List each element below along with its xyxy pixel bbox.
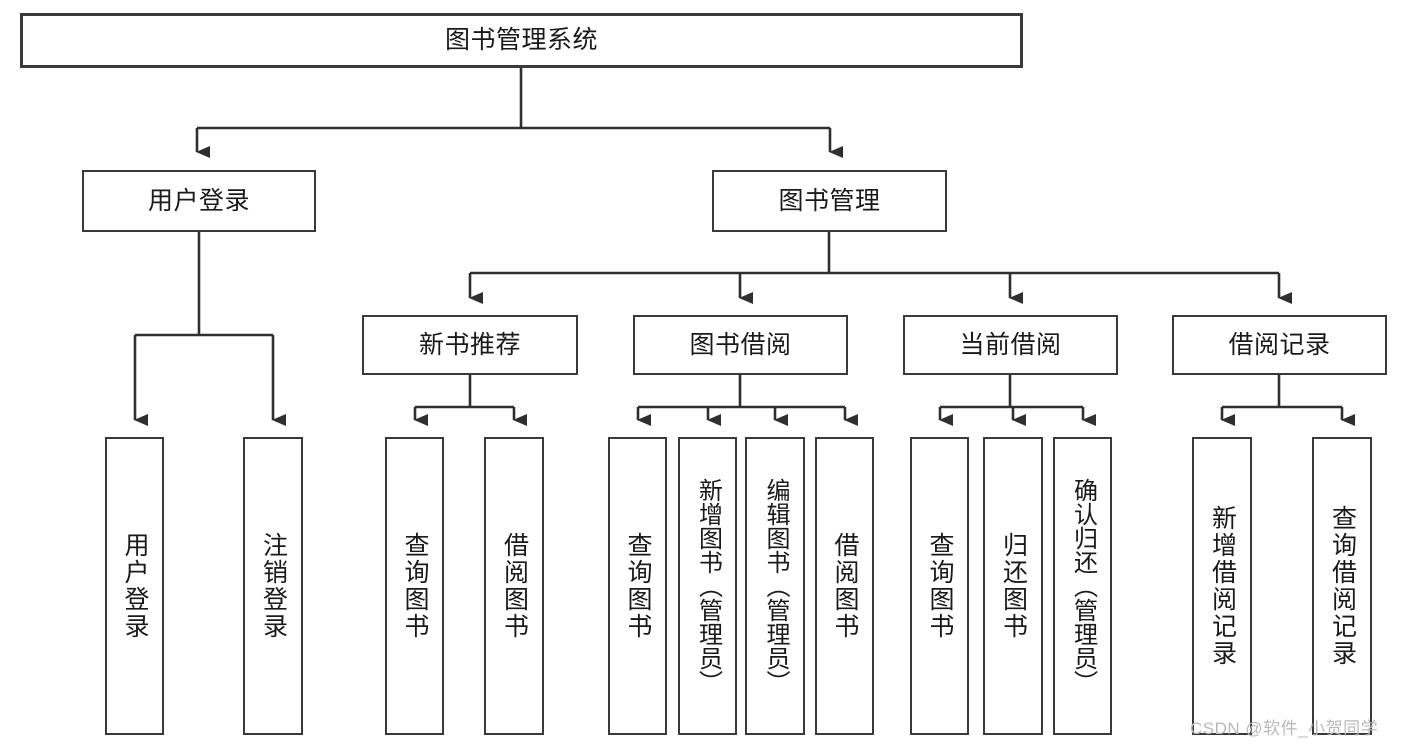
node-leaf-confirm-return-label: 确认归还（管理员） <box>1069 478 1097 694</box>
node-current-borrow-label: 当前借阅 <box>959 330 1062 359</box>
node-user-login-label: 用户登录 <box>147 186 250 215</box>
node-book-borrow-label: 图书借阅 <box>689 330 792 359</box>
node-leaf-borrow-book-2-label: 借阅图书 <box>831 532 859 640</box>
node-leaf-return-book[interactable]: 归还图书 <box>983 437 1043 735</box>
node-leaf-query-book-3[interactable]: 查询图书 <box>910 437 969 735</box>
node-leaf-add-borrow-record[interactable]: 新增借阅记录 <box>1192 437 1252 735</box>
node-leaf-confirm-return[interactable]: 确认归还（管理员） <box>1053 437 1112 735</box>
node-leaf-return-book-label: 归还图书 <box>999 532 1028 640</box>
watermark: CSDN @软件_小贺同学 <box>1190 719 1379 738</box>
node-current-borrow[interactable]: 当前借阅 <box>903 315 1118 375</box>
node-leaf-logout-login[interactable]: 注销登录 <box>243 437 303 735</box>
node-leaf-logout-login-label: 注销登录 <box>259 532 288 640</box>
node-leaf-edit-book-label: 编辑图书（管理员） <box>761 478 789 694</box>
node-leaf-query-book-3-label: 查询图书 <box>926 532 954 640</box>
node-root-label: 图书管理系统 <box>444 26 598 55</box>
node-leaf-user-login[interactable]: 用户登录 <box>105 437 164 735</box>
node-book-management-label: 图书管理 <box>778 186 881 215</box>
node-leaf-edit-book[interactable]: 编辑图书（管理员） <box>745 437 805 735</box>
node-leaf-query-book-1[interactable]: 查询图书 <box>385 437 444 735</box>
node-leaf-query-borrow-record[interactable]: 查询借阅记录 <box>1312 437 1372 735</box>
node-new-book-recommend-label: 新书推荐 <box>418 330 521 359</box>
node-user-login[interactable]: 用户登录 <box>82 170 316 232</box>
node-borrow-record-label: 借阅记录 <box>1228 330 1331 359</box>
node-leaf-borrow-book-1-label: 借阅图书 <box>500 532 529 640</box>
node-leaf-query-book-2[interactable]: 查询图书 <box>608 437 667 735</box>
node-book-management[interactable]: 图书管理 <box>712 170 947 232</box>
node-book-borrow[interactable]: 图书借阅 <box>633 315 848 375</box>
node-leaf-add-book[interactable]: 新增图书（管理员） <box>678 437 737 735</box>
node-leaf-query-book-1-label: 查询图书 <box>401 532 429 640</box>
node-leaf-borrow-book-2[interactable]: 借阅图书 <box>815 437 874 735</box>
node-borrow-record[interactable]: 借阅记录 <box>1172 315 1387 375</box>
node-leaf-user-login-label: 用户登录 <box>121 532 149 640</box>
node-leaf-add-borrow-record-label: 新增借阅记录 <box>1208 505 1237 667</box>
node-leaf-query-book-2-label: 查询图书 <box>624 532 652 640</box>
node-new-book-recommend[interactable]: 新书推荐 <box>362 315 578 375</box>
node-leaf-borrow-book-1[interactable]: 借阅图书 <box>484 437 544 735</box>
node-leaf-add-book-label: 新增图书（管理员） <box>694 478 722 694</box>
node-root[interactable]: 图书管理系统 <box>20 13 1023 68</box>
node-leaf-query-borrow-record-label: 查询借阅记录 <box>1328 505 1357 667</box>
